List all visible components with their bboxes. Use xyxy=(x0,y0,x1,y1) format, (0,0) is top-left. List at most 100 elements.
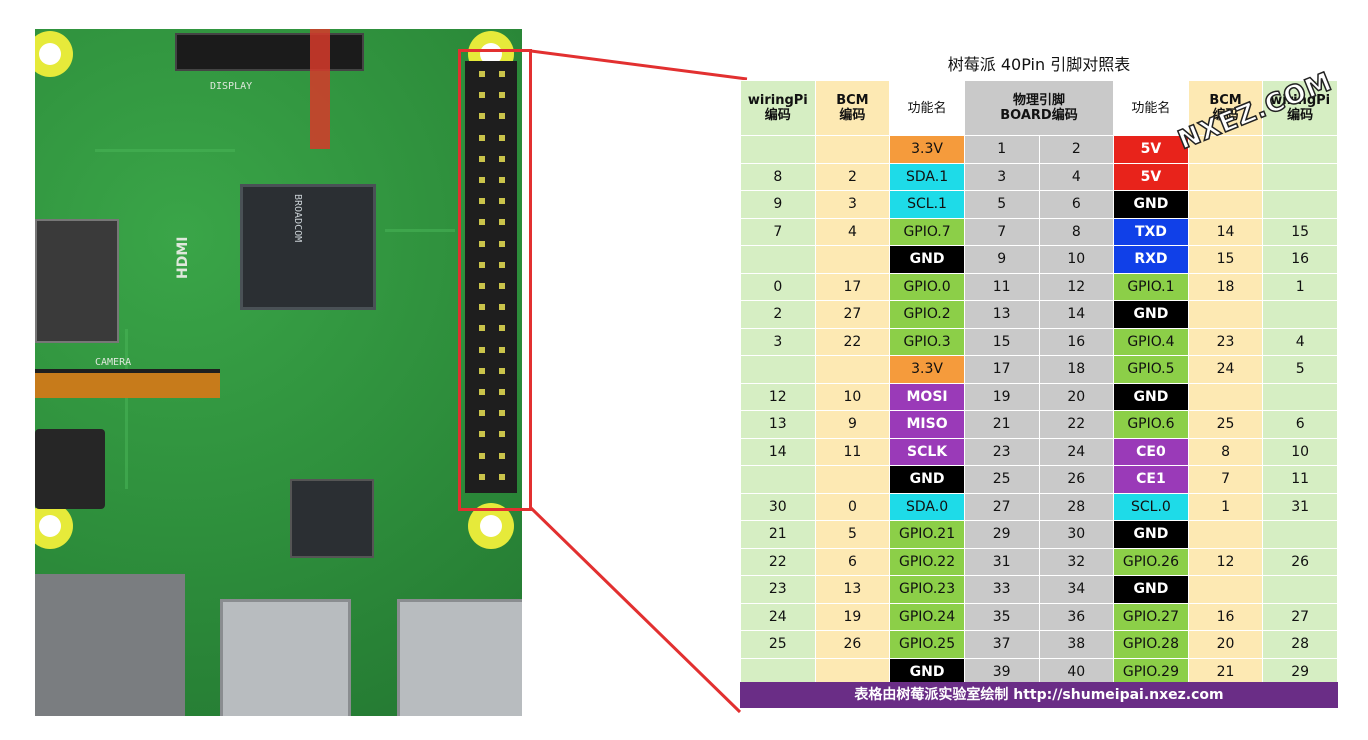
header-pin xyxy=(479,452,485,459)
header-pin xyxy=(479,304,485,311)
function-left-cell: SDA.0 xyxy=(889,492,965,521)
wiringpi-right-cell: 28 xyxy=(1262,630,1338,659)
lan-chip xyxy=(290,479,374,558)
wiringpi-right-cell xyxy=(1262,520,1338,549)
header-pin xyxy=(479,325,485,332)
header-pin xyxy=(499,452,505,459)
display-ribbon-latch xyxy=(310,29,330,149)
header-pin xyxy=(479,177,485,183)
function-right-cell: 5V xyxy=(1113,135,1189,164)
function-right-cell: TXD xyxy=(1113,217,1189,246)
wiringpi-left-cell: 13 xyxy=(740,410,816,439)
bcm-right-cell: 14 xyxy=(1187,217,1264,246)
audio-jack xyxy=(35,429,105,509)
table-title: 树莓派 40Pin 引脚对照表 xyxy=(947,55,1131,74)
function-right-cell: GPIO.4 xyxy=(1113,327,1189,356)
display-connector xyxy=(175,33,364,71)
function-right-cell: GND xyxy=(1113,520,1189,549)
bcm-left-cell: 10 xyxy=(814,382,891,411)
pin-number-left-cell: 17 xyxy=(963,355,1040,384)
bcm-left-cell: 17 xyxy=(814,272,891,301)
wiringpi-right-cell: 26 xyxy=(1262,547,1338,576)
function-left-cell: MOSI xyxy=(889,382,965,411)
wiringpi-left-cell: 30 xyxy=(740,492,816,521)
function-left-cell: GPIO.7 xyxy=(889,217,965,246)
wiringpi-left-cell: 24 xyxy=(740,602,816,631)
function-right-cell: GPIO.28 xyxy=(1113,630,1189,659)
gpio-header xyxy=(465,61,517,493)
header-pin xyxy=(479,431,485,438)
header-pin xyxy=(479,134,485,141)
header-pin xyxy=(479,71,485,77)
hdmi-port xyxy=(35,219,119,343)
pin-number-right-cell: 6 xyxy=(1038,190,1115,219)
mounting-hole xyxy=(35,31,73,77)
bcm-left-cell xyxy=(814,355,891,384)
header-pin xyxy=(499,367,505,374)
wiringpi-right-cell: 11 xyxy=(1262,465,1338,494)
pin-number-left-cell: 7 xyxy=(963,217,1040,246)
function-right-cell: CE0 xyxy=(1113,437,1189,466)
function-right-cell: GND xyxy=(1113,382,1189,411)
bcm-right-cell: 25 xyxy=(1187,410,1264,439)
bcm-right-cell: 7 xyxy=(1187,465,1264,494)
wiringpi-right-cell: 29 xyxy=(1262,657,1338,686)
pin-number-right-cell: 24 xyxy=(1038,437,1115,466)
header-pin xyxy=(499,283,505,289)
header-function-left: 功能名 xyxy=(889,80,965,136)
table-footer: 表格由树莓派实验室绘制 http://shumeipai.nxez.com xyxy=(740,682,1338,708)
pin-number-right-cell: 40 xyxy=(1038,657,1115,686)
header-pin xyxy=(499,304,505,311)
wiringpi-right-cell: 10 xyxy=(1262,437,1338,466)
header-pin xyxy=(479,473,485,480)
pin-number-right-cell: 28 xyxy=(1038,492,1115,521)
function-left-cell: GPIO.3 xyxy=(889,327,965,356)
bcm-left-cell xyxy=(814,657,891,686)
bcm-right-cell: 24 xyxy=(1187,355,1264,384)
wiringpi-right-cell xyxy=(1262,190,1338,219)
bcm-left-cell: 3 xyxy=(814,190,891,219)
pin-number-left-cell: 11 xyxy=(963,272,1040,301)
bcm-right-cell xyxy=(1187,190,1264,219)
wiringpi-right-cell: 16 xyxy=(1262,245,1338,274)
function-right-cell: 5V xyxy=(1113,162,1189,191)
bcm-left-cell xyxy=(814,245,891,274)
bcm-left-cell xyxy=(814,135,891,164)
bcm-right-cell: 18 xyxy=(1187,272,1264,301)
wiringpi-left-cell: 7 xyxy=(740,217,816,246)
bcm-left-cell: 2 xyxy=(814,162,891,191)
wiringpi-right-cell: 1 xyxy=(1262,272,1338,301)
soc-chip xyxy=(240,184,376,310)
bcm-left-cell: 22 xyxy=(814,327,891,356)
header-function-right: 功能名 xyxy=(1113,80,1189,136)
wiringpi-right-cell: 31 xyxy=(1262,492,1338,521)
function-right-cell: GPIO.29 xyxy=(1113,657,1189,686)
function-left-cell: GND xyxy=(889,465,965,494)
pin-number-right-cell: 16 xyxy=(1038,327,1115,356)
bcm-right-cell: 1 xyxy=(1187,492,1264,521)
function-left-cell: GPIO.0 xyxy=(889,272,965,301)
pin-number-right-cell: 18 xyxy=(1038,355,1115,384)
mounting-hole xyxy=(35,503,73,549)
function-left-cell: MISO xyxy=(889,410,965,439)
display-label: DISPLAY xyxy=(210,81,253,92)
pin-number-left-cell: 33 xyxy=(963,575,1040,604)
pin-number-left-cell: 25 xyxy=(963,465,1040,494)
header-pin xyxy=(499,410,505,417)
function-left-cell: GPIO.25 xyxy=(889,630,965,659)
header-pin xyxy=(499,113,505,120)
function-right-cell: GPIO.27 xyxy=(1113,602,1189,631)
function-left-cell: GPIO.21 xyxy=(889,520,965,549)
function-left-cell: SCLK xyxy=(889,437,965,466)
bcm-right-cell: 20 xyxy=(1187,630,1264,659)
